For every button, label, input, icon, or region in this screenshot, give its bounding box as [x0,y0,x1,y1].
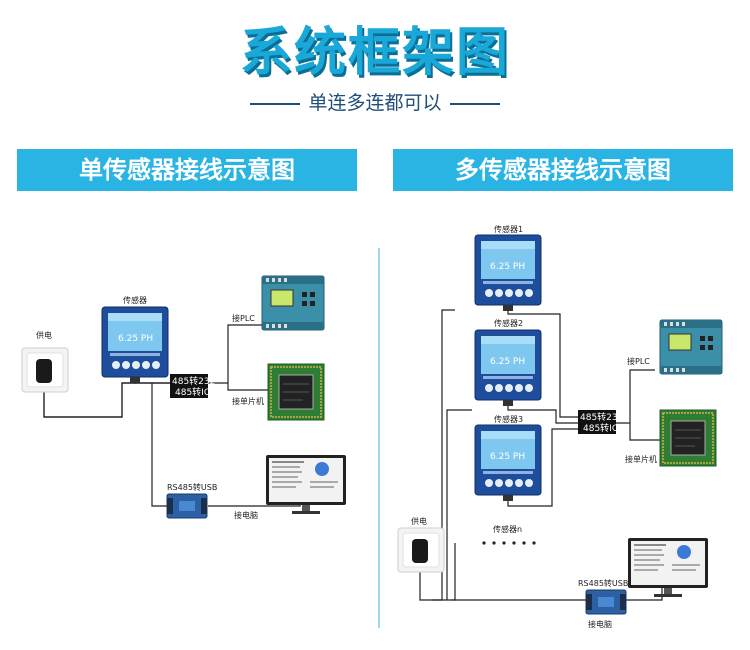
right-power-socket [397,527,445,573]
left-plc-wire [208,324,262,384]
right-usb-label: RS485转USB [578,578,628,588]
left-power-label: 供电 [36,330,52,340]
right-bus-lower [507,428,578,507]
right-sensorn-label: 传感器n [493,524,522,534]
left-sensor-reading: 6.25 PH [118,334,153,344]
left-converter-line1: 485转232 [172,375,215,387]
right-sensor1-reading: 6.25 PH [490,262,525,272]
right-bus-upper [507,306,578,418]
right-converter-line1: 485转232 [580,411,623,423]
left-converter [170,374,208,398]
left-sensor [101,306,169,384]
right-banner: 多传感器接线示意图 [393,149,733,191]
left-usb-wire [151,383,167,507]
right-pc-label: 接电脑 [588,619,612,629]
subtitle-rule-left [250,102,301,105]
right-plc [659,319,723,375]
right-sensor2-reading: 6.25 PH [490,357,525,367]
right-sensor-1 [474,234,542,312]
left-plc [261,275,325,331]
right-sensor3-label: 传感器3 [494,414,523,424]
right-sensor3-reading: 6.25 PH [490,452,525,462]
subtitle-rule-right [449,102,500,105]
subtitle-text: 单连多连都可以 [308,92,442,114]
right-bus-mid [507,403,578,424]
left-plc-label: 接PLC [232,313,255,323]
right-plc-label: 接PLC [627,356,650,366]
left-power-socket [21,347,69,393]
right-plc-wire [616,369,655,424]
right-sensor1-label: 传感器1 [494,224,523,234]
right-mcu-board [659,409,717,467]
right-bus-left [446,409,472,600]
right-converter-line2: 485转IC [583,422,618,434]
right-sensor2-label: 传感器2 [494,318,523,328]
right-sensor-2 [474,329,542,407]
left-computer [266,455,346,514]
right-usb-adapter [585,589,627,615]
right-mcu-wire [629,423,660,441]
left-mcu-label: 接单片机 [232,396,264,406]
left-sensor-label: 传感器 [123,295,147,305]
right-computer [628,538,708,597]
right-sensorn-dots [482,541,536,545]
left-banner: 单传感器接线示意图 [17,149,357,191]
left-pc-label: 接电脑 [234,510,258,520]
left-usb-adapter [166,493,208,519]
left-bus-wire [134,377,170,384]
left-converter-line2: 485转IC [175,386,210,398]
left-usb-label: RS485转USB [167,482,217,492]
left-mcu-board [267,363,325,421]
page-title: 系统框架图 [239,23,510,83]
right-mcu-label: 接单片机 [625,454,657,464]
page-subtitle: 单连多连都可以 [0,88,750,115]
right-sensor-3 [474,424,542,502]
right-power-label: 供电 [411,516,427,526]
left-mcu-wire [227,383,268,391]
right-converter [578,410,616,434]
panel-divider [378,248,380,628]
right-pc-wire [626,588,663,601]
